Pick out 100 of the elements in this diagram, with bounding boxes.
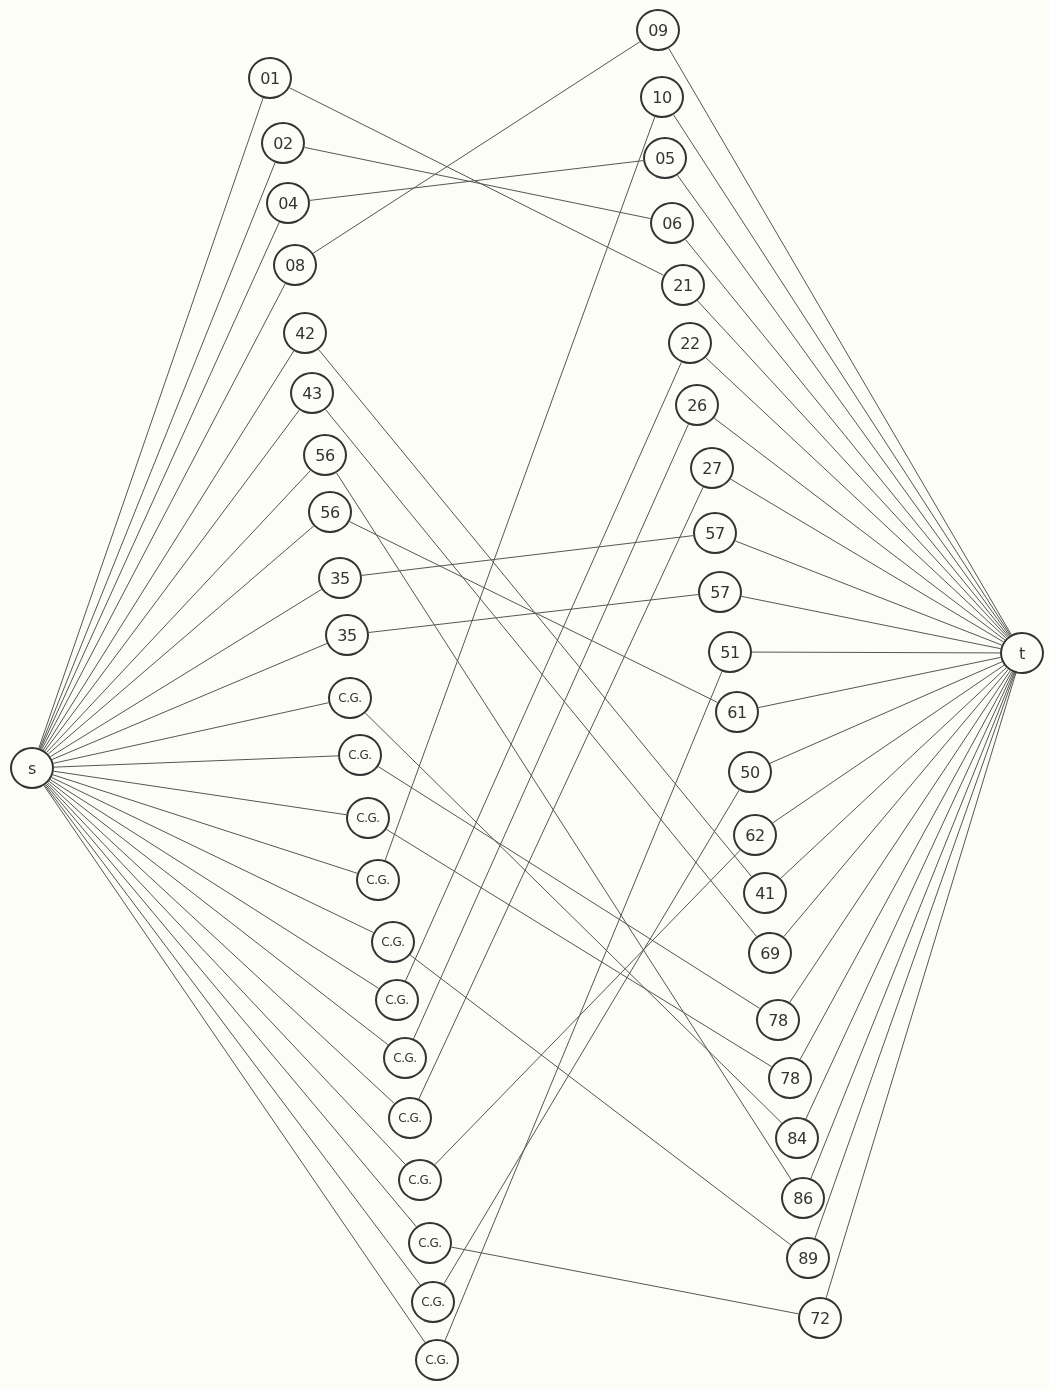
node-circle [756, 999, 800, 1041]
node-label: 41 [755, 883, 775, 903]
node-circle [748, 932, 792, 974]
node-label: 62 [745, 825, 765, 845]
node-label: 05 [655, 148, 675, 168]
node-label: 89 [798, 1248, 818, 1268]
connector-line [384, 116, 656, 861]
connector-line [309, 160, 644, 201]
connector-line [46, 470, 311, 753]
connector-line [361, 535, 694, 576]
connector-line [418, 486, 704, 1100]
node-circle [693, 512, 737, 554]
node-label: 04 [278, 193, 298, 213]
connector-line [44, 409, 300, 752]
connector-line [304, 146, 651, 220]
node-label: C.G. [338, 691, 362, 705]
connector-line [46, 783, 406, 1165]
node-circle [371, 921, 415, 963]
node-label: 08 [285, 255, 305, 275]
node-label: C.G. [366, 873, 390, 887]
node-circle [338, 734, 382, 776]
connector-line [451, 1246, 799, 1315]
connector-line [52, 702, 330, 764]
node-circle [640, 76, 684, 118]
node-circle [698, 571, 742, 613]
connector-line [47, 782, 395, 1104]
node-circle [798, 1297, 842, 1339]
connector-line [325, 409, 757, 937]
node-label: 26 [687, 395, 707, 415]
connector-line [780, 667, 1007, 879]
connector-line [336, 472, 792, 1181]
connector-line [53, 755, 339, 768]
node-circle [411, 1281, 455, 1323]
connector-line [705, 357, 1007, 639]
connector-line [730, 478, 1004, 643]
connector-line [799, 671, 1013, 1060]
node-label: 01 [260, 68, 280, 88]
node-circle [781, 1177, 825, 1219]
node-label: 50 [740, 762, 760, 782]
node-circle [303, 434, 347, 476]
connector-line [769, 661, 1003, 764]
node-label: C.G. [385, 993, 409, 1007]
connector-line [49, 779, 380, 989]
connector-line [386, 828, 772, 1068]
node-label: 72 [810, 1308, 830, 1328]
node-label: C.G. [408, 1173, 432, 1187]
node-circle [261, 122, 305, 164]
node-circle [308, 491, 352, 533]
node-circle [415, 1339, 459, 1381]
node-label: 43 [302, 383, 322, 403]
connector-line [52, 774, 358, 874]
node-label: 09 [648, 20, 668, 40]
node-label: C.G. [421, 1295, 445, 1309]
connector-line [377, 766, 761, 1009]
node-label: 78 [780, 1068, 800, 1088]
connector-line [783, 668, 1009, 938]
node-label: C.G. [381, 935, 405, 949]
connector-line [751, 651, 1001, 654]
connector-line [772, 664, 1005, 824]
node-label: C.G. [356, 811, 380, 825]
connector-line [349, 521, 718, 703]
node-label: 06 [662, 213, 682, 233]
node-circle [10, 747, 54, 789]
node-label: 21 [673, 275, 693, 295]
node-circle [775, 1117, 819, 1159]
connector-line [413, 423, 689, 1040]
connector-line [42, 350, 295, 751]
node-label: s [28, 758, 36, 778]
connector-line [697, 300, 1008, 638]
node-label: C.G. [348, 748, 372, 762]
node-label: 42 [295, 323, 315, 343]
node-label: 57 [705, 523, 725, 543]
node-label: 56 [320, 502, 340, 522]
node-circle [786, 1237, 830, 1279]
connector-line [685, 239, 1009, 637]
connector-line [53, 770, 347, 816]
node-circle [643, 137, 687, 179]
connector-line [741, 595, 1001, 650]
node-circle [398, 1159, 442, 1201]
node-circle [375, 979, 419, 1021]
connector-line [734, 540, 1003, 646]
node-circle [733, 814, 777, 856]
node-label: 78 [768, 1010, 788, 1030]
node-label: t [1019, 643, 1025, 663]
connector-line [434, 849, 741, 1166]
connector-line [318, 349, 752, 877]
node-circle [668, 322, 712, 364]
node-label: 57 [710, 582, 730, 602]
node-circle [661, 264, 705, 306]
node-label: C.G. [398, 1111, 422, 1125]
node-circle [715, 691, 759, 733]
connector-line [444, 671, 723, 1341]
connector-line [368, 594, 699, 633]
node-label: C.G. [425, 1353, 449, 1367]
node-circle [283, 312, 327, 354]
node-circle [743, 872, 787, 914]
node-circle [690, 447, 734, 489]
node-label: 35 [330, 568, 350, 588]
connector-line [312, 41, 641, 254]
node-circle [675, 384, 719, 426]
